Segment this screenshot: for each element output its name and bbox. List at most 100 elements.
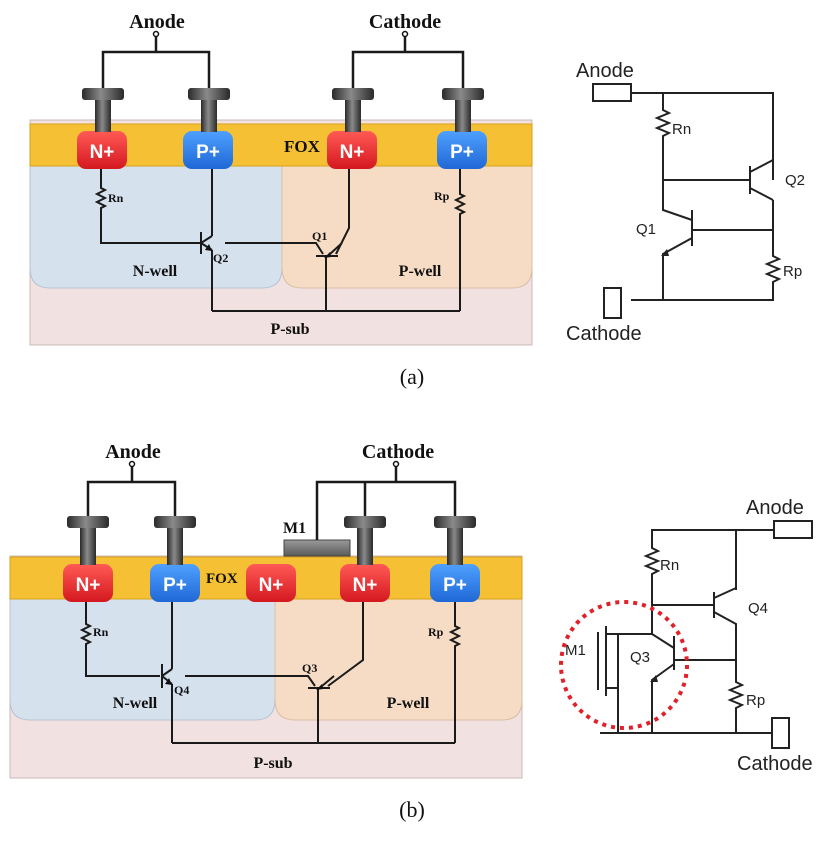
caption-b: (b): [399, 797, 425, 822]
n-plus-implant-b1: [63, 564, 113, 602]
metal-contact-b2: [154, 516, 196, 565]
anode-pin: [592, 83, 632, 102]
cathode-pin: [603, 287, 622, 319]
panel-a-cross-section: N+ P+ N+ P+ FOX Anode Cathode: [29, 11, 533, 346]
n-plus-label-2: N+: [340, 142, 365, 163]
anode-pin-b: [773, 520, 813, 539]
rn-branch: [654, 93, 672, 180]
rp-branch: [631, 230, 782, 301]
p-plus-implant-b2: [430, 564, 480, 602]
q3-label: Q3: [302, 661, 317, 675]
q3-emitter-arrow-sch: [650, 675, 658, 682]
schematic-anode-label: Anode: [576, 60, 634, 82]
rp-resistor-b: [448, 602, 462, 743]
cathode-terminal-b: [392, 460, 400, 468]
anode-title: Anode: [129, 11, 185, 33]
n-well-region: [29, 164, 283, 289]
schematic-q4-label: Q4: [748, 600, 768, 617]
m1-gate: [283, 539, 351, 557]
rn-branch-b: [643, 544, 661, 605]
n-well-region-b: [9, 597, 276, 721]
n-plus-label-b2: N+: [353, 575, 378, 596]
p-plus-label-2: P+: [450, 142, 474, 163]
rn-label: Rn: [108, 191, 124, 205]
highlight-circle: [559, 600, 689, 730]
schematic-rn-label-b: Rn: [660, 557, 679, 574]
p-well-region: [281, 164, 533, 289]
n-plus-label-b1: N+: [76, 575, 101, 596]
cathode-terminal: [401, 30, 409, 38]
rp-label-b: Rp: [428, 625, 444, 639]
q4-transistor: [161, 602, 173, 743]
p-plus-label-b1: P+: [163, 575, 187, 596]
p-plus-label-1: P+: [196, 142, 220, 163]
p-sub-label: P-sub: [270, 321, 309, 338]
p-plus-label-b2: P+: [443, 575, 467, 596]
q2-label: Q2: [213, 251, 228, 265]
fox-label-b: FOX: [206, 571, 238, 587]
q4-symbol: [652, 587, 737, 660]
q1-symbol: [662, 180, 773, 300]
p-well-region-b: [274, 597, 523, 721]
metal-contact-4: [442, 88, 484, 132]
n-plus-label-bmid: N+: [259, 575, 284, 596]
panel-b-cross-section: M1 N+ P+ N+ N+ P+ FOX Anode: [9, 441, 523, 779]
q2-transistor: [200, 169, 213, 311]
q1-emitter-arrow: [324, 252, 331, 258]
anode-title-b: Anode: [105, 441, 161, 463]
schematic-rn-label: Rn: [672, 121, 691, 138]
schematic-anode-label-b: Anode: [746, 497, 804, 519]
cathode-pin-b: [771, 717, 790, 749]
m1-symbol: [597, 626, 652, 734]
schematic-q2-label: Q2: [785, 172, 805, 189]
p-plus-implant-2: [437, 131, 487, 169]
schematic-m1-label: M1: [565, 642, 586, 659]
anode-wiring-b: [86, 466, 177, 516]
metal-contact-2: [188, 88, 230, 132]
schematic-q1-label: Q1: [636, 221, 656, 238]
n-plus-implant-bmid: [246, 564, 296, 602]
q4-emitter-arrow: [165, 678, 172, 685]
n-well-label-b: N-well: [113, 695, 158, 712]
rp-resistor: [453, 169, 467, 311]
m1-label: M1: [283, 520, 306, 537]
p-plus-implant-1: [183, 131, 233, 169]
caption-a: (a): [400, 364, 424, 389]
p-sub-label-b: P-sub: [253, 755, 292, 772]
panel-b-schematic: Anode Rn Q4 Q3 M1 Rp Cathode: [559, 497, 813, 775]
q4-label: Q4: [174, 683, 189, 697]
metal-contact-1: [82, 88, 124, 132]
p-well-label-b: P-well: [387, 695, 430, 712]
cathode-wiring: [351, 36, 465, 88]
metal-contact-b1: [67, 516, 109, 565]
metal-contact-b4: [434, 516, 476, 565]
panel-a-schematic: Anode Rn Q2 Q1 Rp Cathode: [566, 60, 805, 345]
anode-wiring: [101, 36, 211, 88]
anode-terminal-b: [128, 460, 136, 468]
q3-emitter-arrow: [316, 684, 323, 690]
anode-rail-b: [651, 529, 774, 590]
q1-label: Q1: [312, 229, 327, 243]
rn-label-b: Rn: [93, 625, 109, 639]
cathode-title-b: Cathode: [362, 441, 434, 463]
anode-terminal: [152, 30, 160, 38]
p-plus-implant-b1: [150, 564, 200, 602]
fox-label: FOX: [284, 137, 321, 156]
q2-emitter-arrow: [205, 244, 212, 251]
schematic-rp-label: Rp: [783, 263, 802, 280]
p-well-label: P-well: [399, 263, 442, 280]
metal-contact-3: [332, 88, 374, 132]
schematic-q3-label: Q3: [630, 649, 650, 666]
n-plus-implant-2: [327, 131, 377, 169]
n-well-label: N-well: [133, 263, 178, 280]
rn-resistor-b: [79, 602, 160, 677]
n-plus-label-1: N+: [90, 142, 115, 163]
anode-rail: [631, 92, 774, 180]
n-plus-implant-b2: [340, 564, 390, 602]
metal-contact-b3: [344, 516, 386, 565]
cathode-wiring-b: [315, 466, 457, 540]
rp-label: Rp: [434, 189, 450, 203]
n-plus-implant-1: [77, 131, 127, 169]
rp-branch-b: [600, 660, 772, 734]
